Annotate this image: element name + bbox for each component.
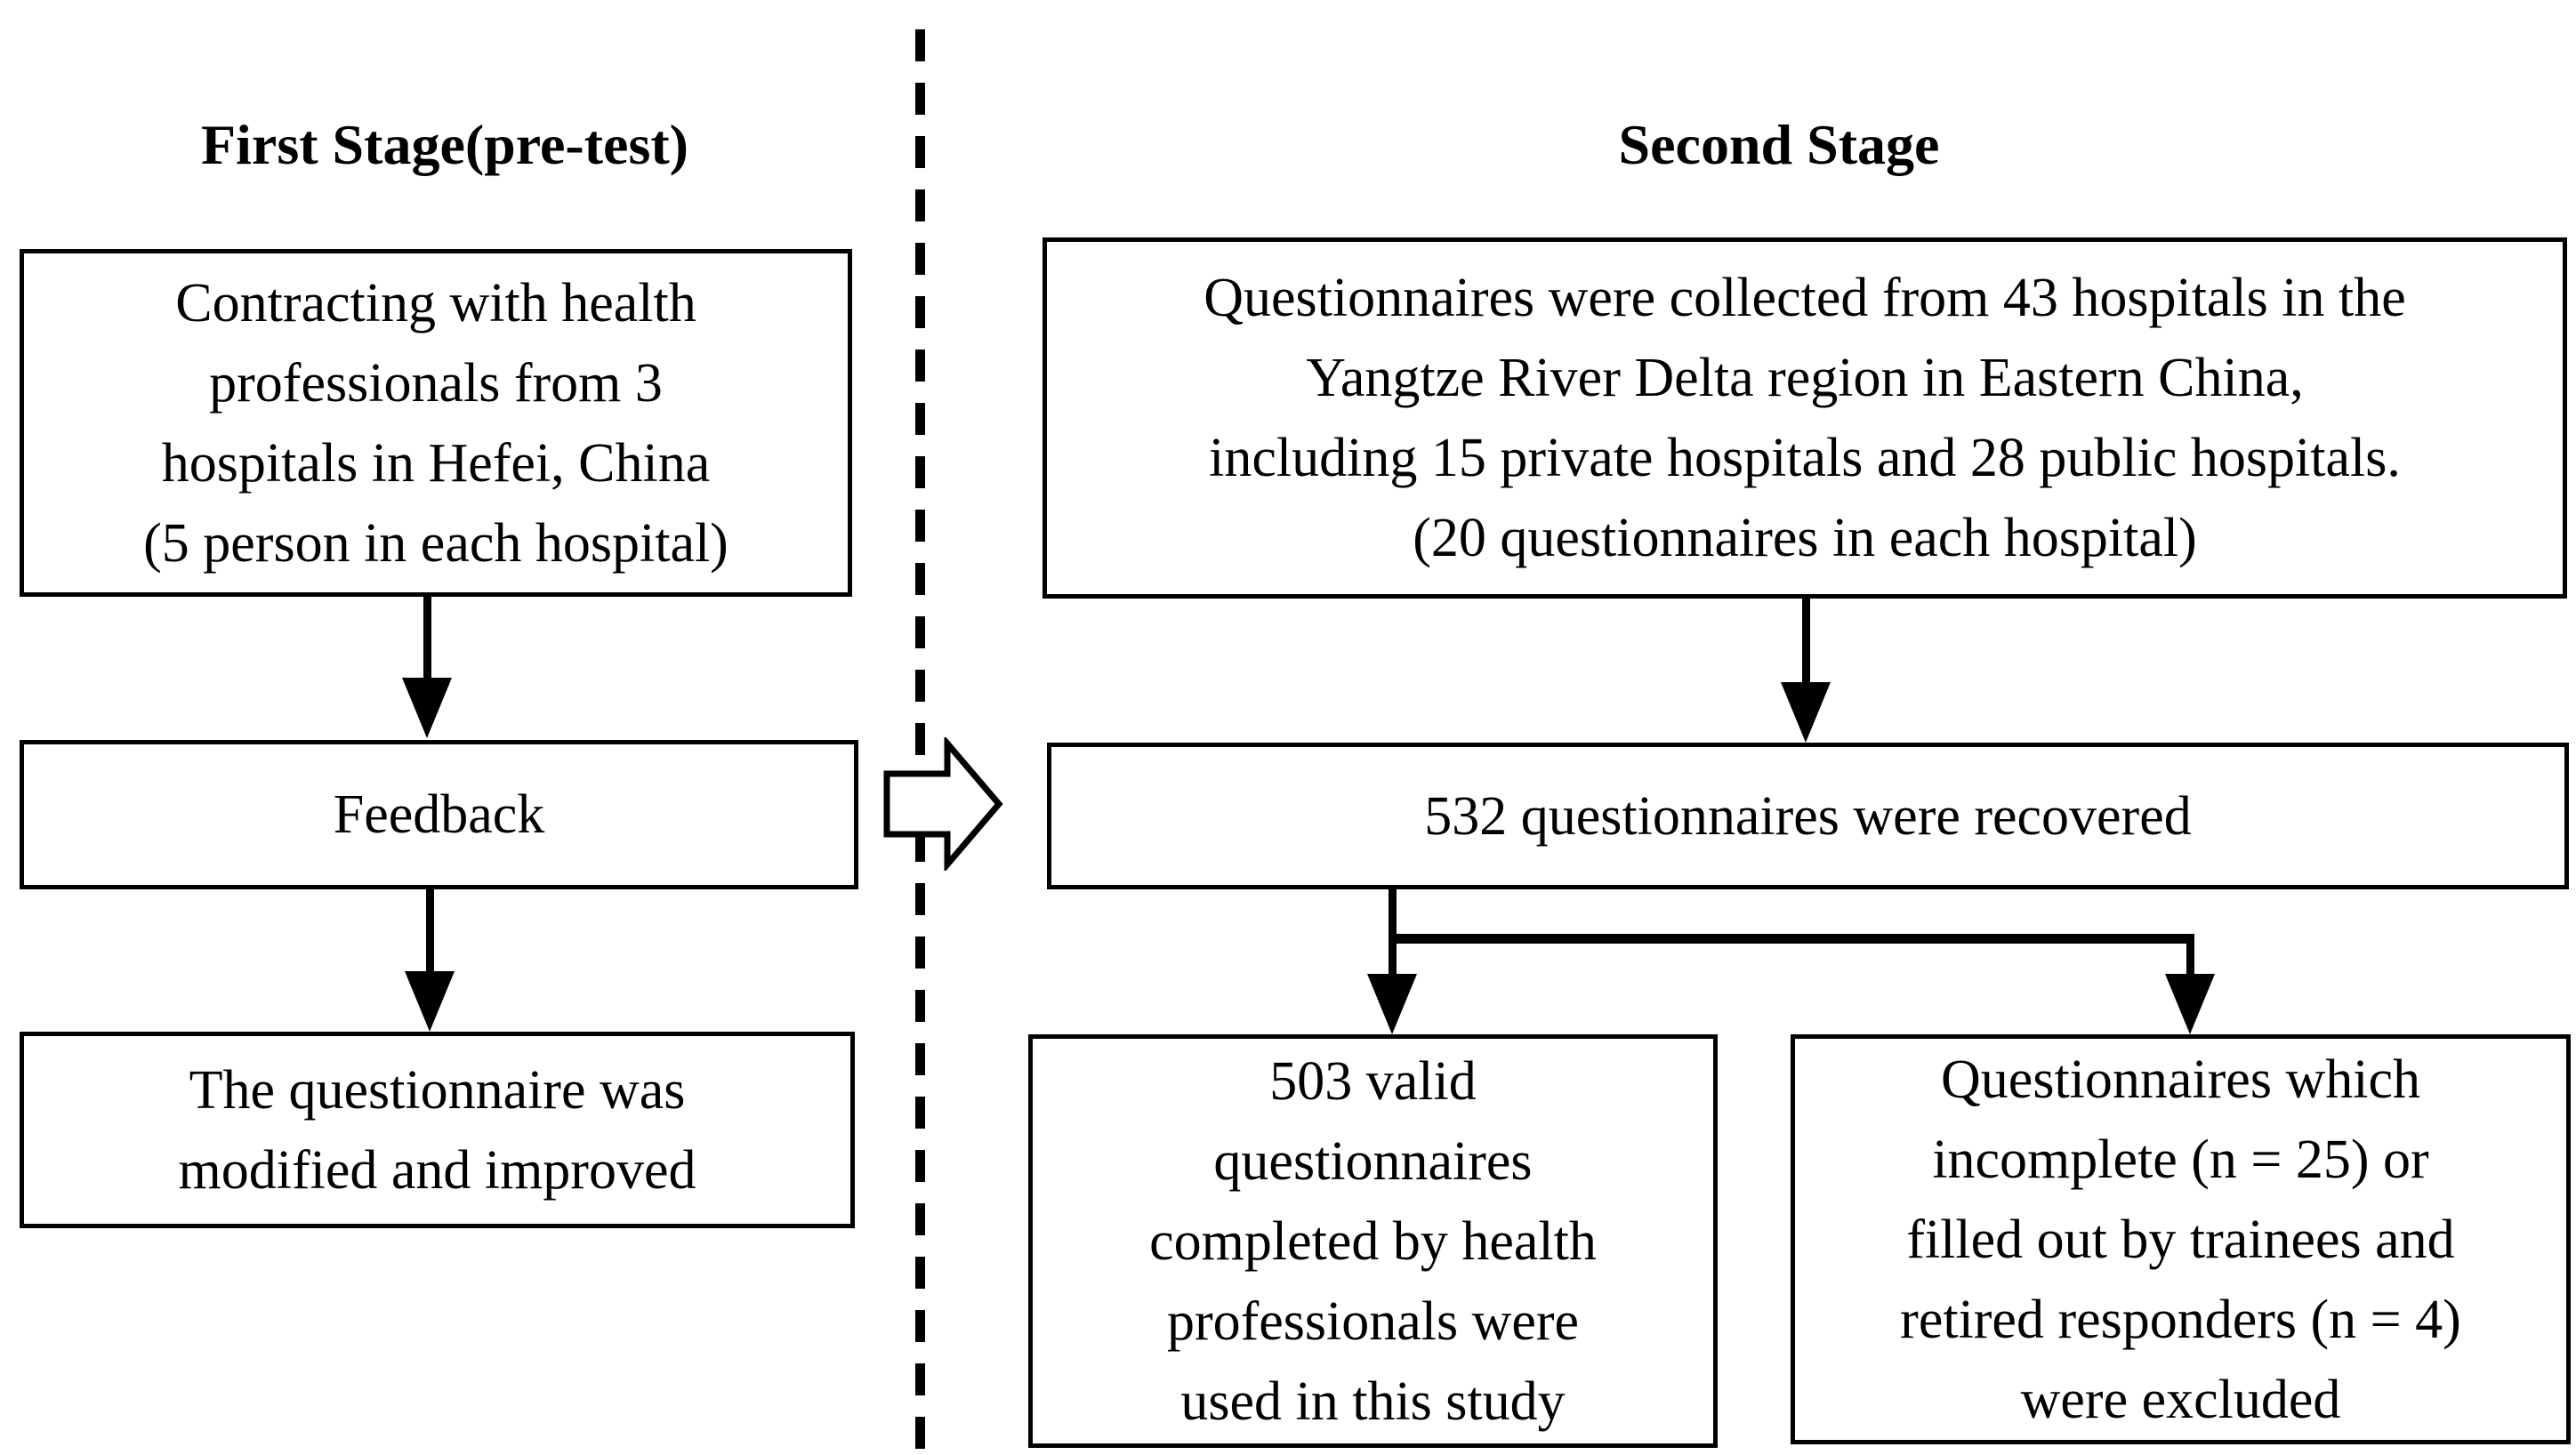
down-arrow-icon [402, 678, 452, 738]
down-arrow-line [423, 597, 431, 681]
down-arrow-icon [1781, 682, 1831, 743]
valid-box-line: professionals were [1166, 1290, 1580, 1352]
excluded-box-line: retired responders (n = 4) [1900, 1289, 2461, 1350]
contract-box-line: Contracting with health [175, 272, 696, 334]
block-arrow-right-icon [883, 737, 1003, 871]
branch-left-line [1389, 889, 1397, 977]
recovered-box-label: 532 questionnaires were recovered [1424, 785, 2192, 847]
down-arrow-icon [2165, 974, 2215, 1034]
contract-box-line: professionals from 3 [209, 352, 663, 414]
excluded-box-line: incomplete (n = 25) or [1932, 1129, 2429, 1190]
second-stage-heading: Second Stage [1618, 113, 1940, 176]
contract-box-line: hospitals in Hefei, China [161, 432, 711, 494]
recovered-box: 532 questionnaires were recovered [1047, 743, 2569, 889]
branch-horizontal-line [1389, 934, 2194, 944]
collected-box-line: (20 questionnaires in each hospital) [1413, 508, 2197, 568]
feedback-box-label: Feedback [333, 784, 545, 845]
excluded-box: Questionnaires which incomplete (n = 25)… [1791, 1034, 2571, 1444]
valid-box-line: 503 valid [1269, 1050, 1477, 1112]
valid-box-line: questionnaires [1213, 1130, 1533, 1192]
collected-box-line: including 15 private hospitals and 28 pu… [1209, 428, 2401, 488]
first-stage-heading: First Stage(pre-test) [201, 113, 688, 176]
feedback-box: Feedback [20, 740, 858, 889]
branch-right-line [2186, 934, 2194, 977]
modified-box-line: modified and improved [178, 1139, 696, 1201]
valid-box-line: completed by health [1149, 1210, 1597, 1272]
valid-box-line: used in this study [1180, 1371, 1566, 1432]
down-arrow-line [1802, 599, 1810, 686]
excluded-box-line: filled out by trainees and [1906, 1209, 2455, 1270]
modified-box-line: The questionnaire was [189, 1059, 686, 1121]
down-arrow-icon [1367, 974, 1417, 1034]
contract-box: Contracting with health professionals fr… [20, 249, 852, 597]
excluded-box-line: Questionnaires which [1941, 1049, 2420, 1110]
down-arrow-icon [405, 971, 455, 1032]
collected-box-line: Questionnaires were collected from 43 ho… [1203, 268, 2406, 328]
valid-box: 503 valid questionnaires completed by he… [1028, 1034, 1718, 1448]
collected-box-line: Yangtze River Delta region in Eastern Ch… [1306, 348, 2304, 408]
stage-divider-dashed-line [915, 0, 925, 1455]
excluded-box-line: were excluded [2020, 1369, 2341, 1430]
collected-box: Questionnaires were collected from 43 ho… [1042, 237, 2567, 599]
contract-box-line: (5 person in each hospital) [143, 512, 729, 574]
modified-box: The questionnaire was modified and impro… [20, 1032, 855, 1228]
down-arrow-line [426, 889, 434, 975]
